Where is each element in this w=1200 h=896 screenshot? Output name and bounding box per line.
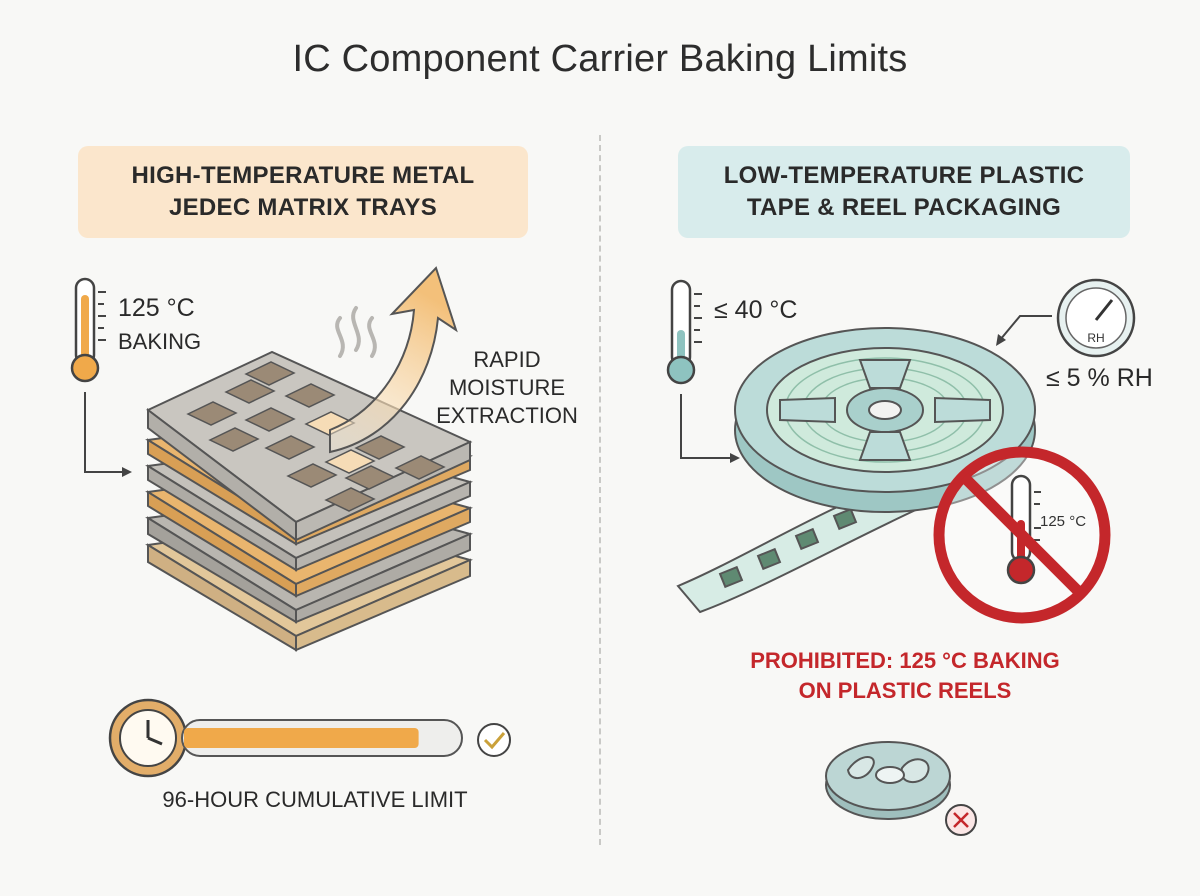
prohibition-sign-icon xyxy=(933,446,1111,624)
moisture-label-line3: EXTRACTION xyxy=(436,403,578,428)
page-title: IC Component Carrier Baking Limits xyxy=(292,38,908,80)
gauge-pointer-arrow xyxy=(999,315,1052,341)
plastic-reel-banner-line2: TAPE & REEL PACKAGING xyxy=(746,194,1062,221)
bake-temp-value: 125 °C xyxy=(118,294,195,322)
connector-arrow-right xyxy=(680,394,734,459)
plastic-reel-banner: LOW-TEMPERATURE PLASTIC TAPE & REEL PACK… xyxy=(678,146,1130,238)
humidity-gauge-icon xyxy=(1056,278,1136,358)
moisture-label-line1: RAPID xyxy=(473,347,541,372)
check-icon xyxy=(477,723,511,757)
connector-arrow-left xyxy=(84,392,128,473)
prohibited-warning-line1: PROHIBITED: 125 °C BAKING xyxy=(750,648,1060,673)
metal-trays-banner-line2: JEDEC MATRIX TRAYS xyxy=(168,194,438,221)
ic-chip-grid xyxy=(186,361,446,512)
reject-x-icon xyxy=(945,804,977,836)
prohibited-warning: PROHIBITED: 125 °C BAKING ON PLASTIC REE… xyxy=(700,646,1110,706)
panel-divider xyxy=(599,135,601,845)
humidity-value: ≤ 5 % RH xyxy=(1046,364,1153,392)
metal-trays-banner: HIGH-TEMPERATURE METAL JEDEC MATRIX TRAY… xyxy=(78,146,528,238)
gauge-rh-label: RH xyxy=(1087,331,1104,345)
clock-icon xyxy=(108,698,188,778)
prohibited-warning-line2: ON PLASTIC REELS xyxy=(798,678,1012,703)
moisture-arrow-icon xyxy=(329,266,458,454)
plastic-reel-banner-line1: LOW-TEMPERATURE PLASTIC xyxy=(723,162,1085,189)
tape-reel-icon xyxy=(734,327,1036,513)
low-temp-value: ≤ 40 °C xyxy=(714,296,798,324)
connector-arrowhead-left xyxy=(122,467,132,477)
time-limit-bar-fill xyxy=(184,728,419,748)
low-temp-thermometer-icon xyxy=(666,279,702,385)
damaged-reel-icon xyxy=(825,741,951,820)
thermometer-icon xyxy=(70,277,106,383)
connector-arrowhead-right xyxy=(730,453,740,463)
time-limit-label: 96-HOUR CUMULATIVE LIMIT xyxy=(162,787,468,812)
moisture-label-line2: MOISTURE xyxy=(448,375,566,400)
gauge-pointer-arrowhead xyxy=(996,334,1006,346)
bake-temp-caption: BAKING xyxy=(118,329,202,354)
steam-icon xyxy=(335,306,377,358)
prohibited-temp-label: 125 °C xyxy=(1040,513,1086,530)
moisture-label: RAPID MOISTURE EXTRACTION xyxy=(432,346,582,430)
metal-trays-banner-line1: HIGH-TEMPERATURE METAL xyxy=(131,162,475,189)
